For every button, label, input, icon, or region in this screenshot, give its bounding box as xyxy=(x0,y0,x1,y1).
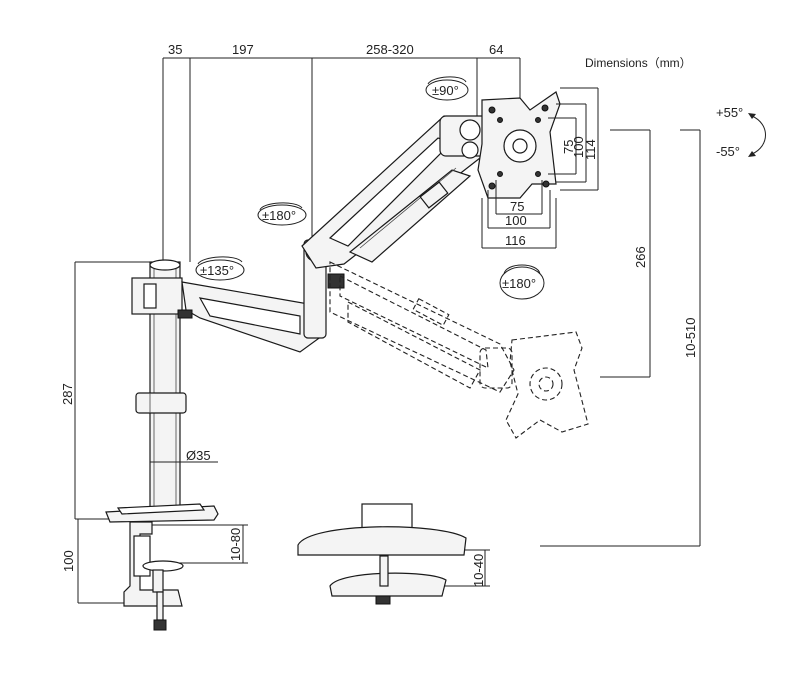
vesa-inner-v: 75 xyxy=(561,140,576,154)
vesa-outer-h: 116 xyxy=(505,233,526,248)
rotation-arm-label: ±180° xyxy=(262,208,296,223)
clamp-thickness-dimension xyxy=(150,524,248,564)
rotation-badge-base xyxy=(195,256,245,281)
tilt-down-label: -55° xyxy=(716,144,740,159)
height-266-dimension xyxy=(600,129,651,378)
rotation-head-label: ±90° xyxy=(432,83,459,98)
vesa-dimension-lines xyxy=(481,87,599,249)
dim-10-510: 10-510 xyxy=(683,318,698,358)
dim-top-258-320: 258-320 xyxy=(366,42,414,57)
head-joint xyxy=(439,115,489,159)
rotation-badge-arm xyxy=(257,202,307,226)
lowered-arm-outline xyxy=(329,261,589,439)
vesa-plate-upper xyxy=(477,91,561,199)
tilt-indicator xyxy=(748,113,766,157)
dim-top-64: 64 xyxy=(489,42,503,57)
dim-top-197: 197 xyxy=(232,42,254,57)
vesa-mid-h: 100 xyxy=(505,213,527,228)
grommet-base xyxy=(297,503,467,605)
rotation-badge-head xyxy=(425,76,469,101)
height-10-510-dimension xyxy=(540,129,701,547)
rotation-base-label: ±135° xyxy=(200,263,234,278)
dim-266: 266 xyxy=(633,246,648,268)
rotation-badge-plate xyxy=(499,264,545,300)
clamp-base xyxy=(105,503,219,631)
rotation-plate-label: ±180° xyxy=(502,276,536,291)
dim-10-40: 10-40 xyxy=(471,554,486,587)
lower-arm xyxy=(131,277,323,353)
dim-100: 100 xyxy=(61,550,76,572)
pole-diameter-label: Ø35 xyxy=(186,448,211,463)
top-dimension-line xyxy=(162,57,521,262)
dim-10-80: 10-80 xyxy=(228,528,243,561)
dim-287: 287 xyxy=(60,383,75,405)
upper-arm xyxy=(301,115,487,269)
dim-top-35: 35 xyxy=(168,42,182,57)
vesa-mid-v: 100 xyxy=(571,136,586,158)
tilt-up-label: +55° xyxy=(716,105,743,120)
vesa-outer-v: 114 xyxy=(583,139,598,160)
dimensions-title: Dimensions（mm） xyxy=(585,56,692,70)
vesa-inner-h: 75 xyxy=(510,199,524,214)
